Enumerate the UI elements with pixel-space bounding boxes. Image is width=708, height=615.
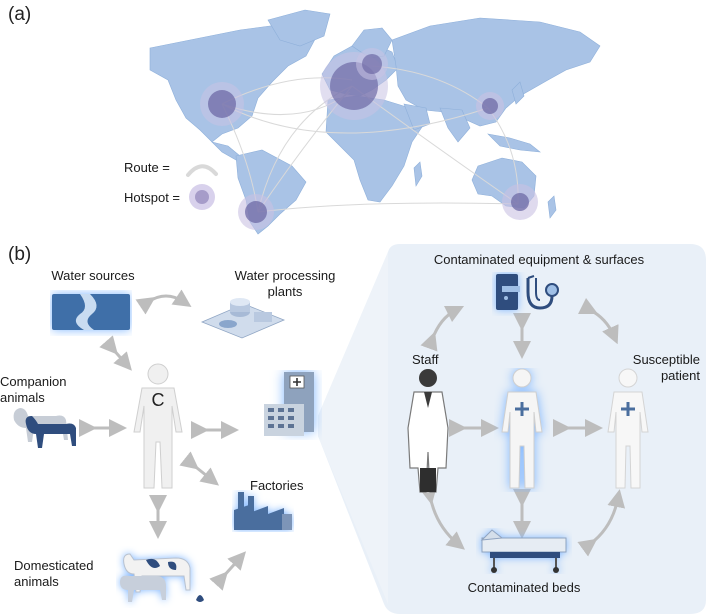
equipment-icon — [496, 274, 559, 310]
japan-landmass — [511, 81, 525, 105]
companion-animals-icon — [13, 408, 77, 448]
se-asia-islands — [487, 133, 541, 153]
staff-icon — [407, 369, 449, 493]
colonized-patient-icon — [501, 368, 543, 489]
factories-label: Factories — [250, 478, 304, 493]
legend-route-label: Route = — [124, 160, 170, 175]
hospital-bed-icon — [480, 529, 567, 573]
equipment-label: Contaminated equipment & surfaces — [433, 252, 645, 267]
water-sources-icon — [52, 294, 130, 330]
companion-animals-label: Companion animals — [0, 374, 67, 405]
route-legend-icon — [186, 164, 218, 177]
hospital-building-icon — [264, 372, 314, 436]
hotspots — [200, 48, 538, 230]
factories-icon — [234, 492, 292, 530]
legend-hotspot-label: Hotspot = — [124, 190, 181, 205]
panel-b-label: (b) — [8, 244, 32, 265]
staff-label: Staff — [412, 352, 439, 367]
greenland-landmass — [267, 9, 331, 47]
beds-label: Contaminated beds — [467, 580, 581, 595]
hotspot-legend-icon — [189, 184, 215, 210]
water-processing-label: Water processing plants — [234, 268, 336, 299]
africa-landmass — [325, 95, 425, 203]
interaction-arrows — [79, 289, 626, 591]
new-zealand-landmass — [547, 195, 557, 219]
asia-landmass — [391, 17, 601, 127]
colonized-human-icon — [133, 363, 183, 489]
susceptible-patient-icon — [607, 368, 649, 489]
water-processing-icon — [200, 298, 286, 339]
world-map — [149, 9, 601, 235]
susceptible-patient-label: Susceptible patient — [632, 352, 700, 383]
domesticated-animals-label: Domesticated animals — [14, 558, 94, 589]
domesticated-animals-icon — [120, 553, 204, 602]
panel-a-label: (a) — [8, 4, 32, 25]
water-sources-label: Water sources — [51, 268, 135, 283]
human-c-symbol: C — [151, 390, 165, 410]
india-landmass — [439, 107, 471, 143]
madagascar-landmass — [413, 161, 423, 187]
